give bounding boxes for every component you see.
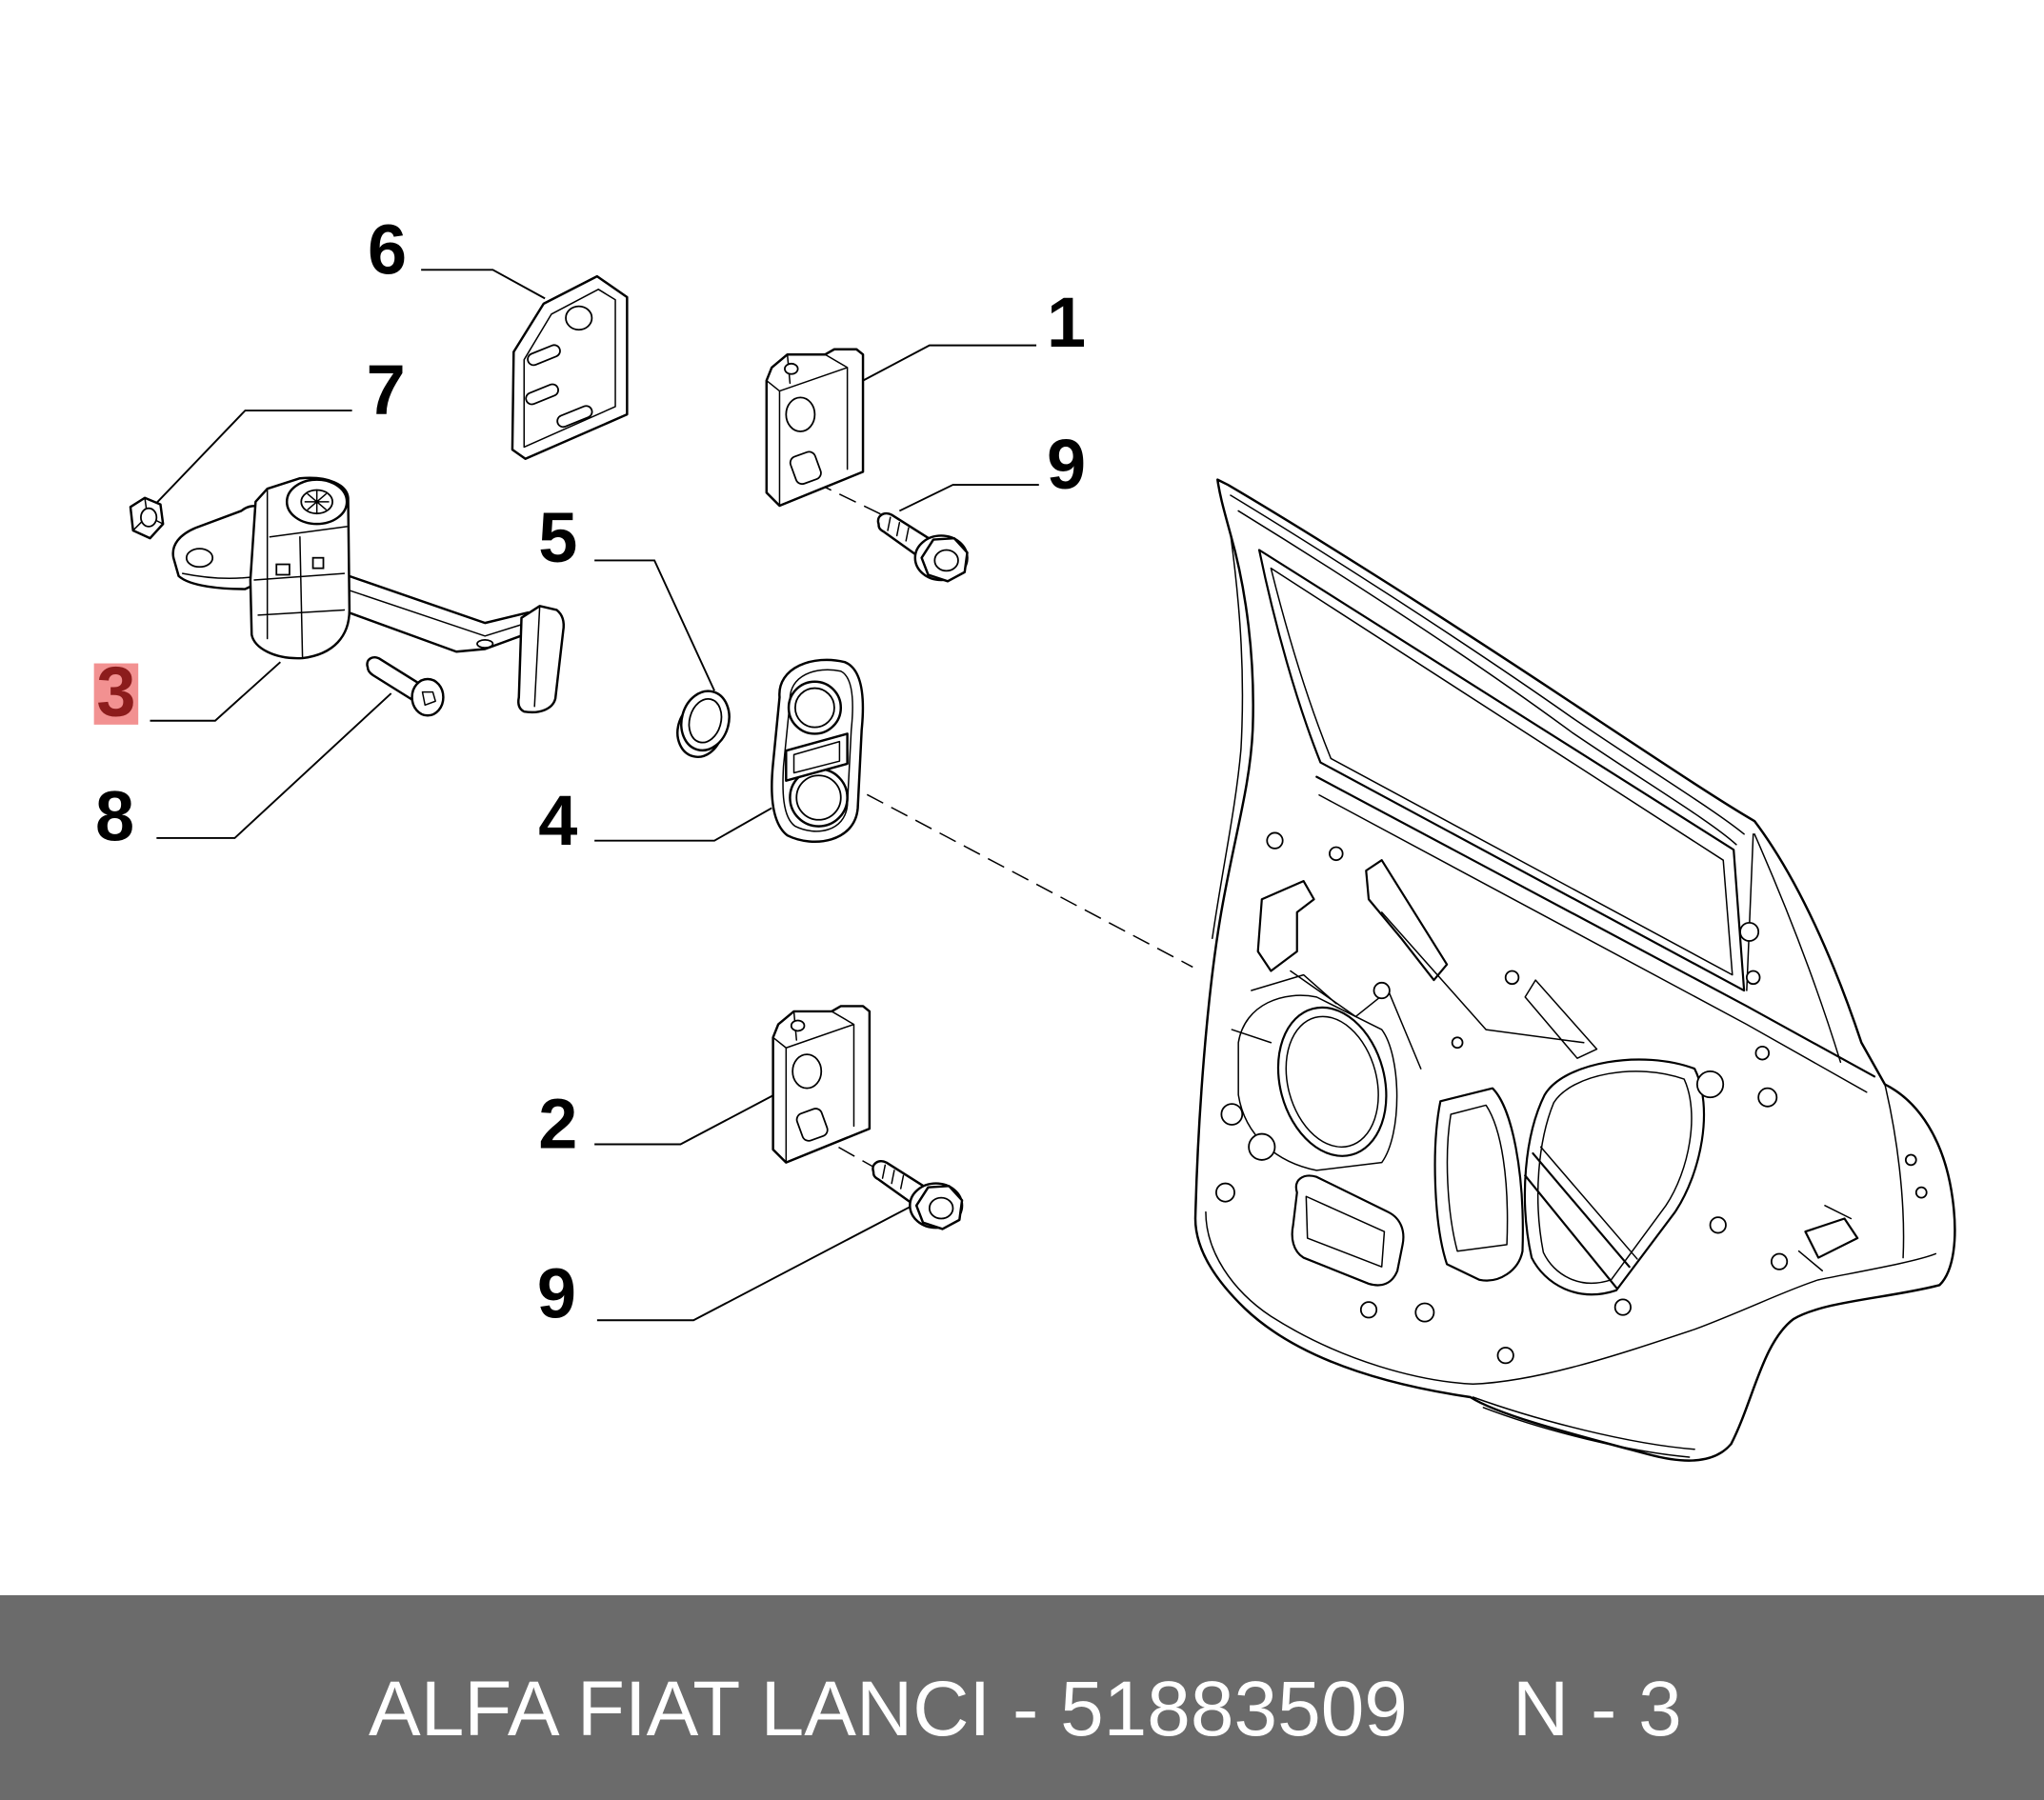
leader-lines xyxy=(150,269,1039,1322)
part-6-plate xyxy=(511,274,629,460)
leader-4 xyxy=(594,807,772,842)
exploded-view-drawing: 6 1 7 9 5 3 8 4 2 9 xyxy=(93,210,1956,1462)
leader-7 xyxy=(152,410,352,507)
callout-2: 2 xyxy=(538,1085,577,1164)
footer-part-number: ALFA FIAT LANCI - 51883509 xyxy=(369,1666,1408,1752)
leader-5 xyxy=(594,559,715,691)
part-2-hinge-bracket-lower xyxy=(772,1005,872,1164)
callout-8: 8 xyxy=(95,777,134,856)
part-4-seal xyxy=(771,658,865,843)
assembly-lines xyxy=(814,481,1193,1170)
callout-5: 5 xyxy=(538,498,577,577)
part-8-pin xyxy=(366,656,445,717)
leader-9-lower xyxy=(596,1204,913,1322)
leader-8 xyxy=(156,692,392,839)
callout-7: 7 xyxy=(367,350,406,430)
part-3-door-check-strap xyxy=(171,476,566,714)
callouts: 6 1 7 9 5 3 8 4 2 9 xyxy=(93,210,1086,1333)
leader-9-upper xyxy=(898,484,1039,512)
callout-3-highlight xyxy=(93,663,139,725)
footer-bar: ALFA FIAT LANCI - 51883509 N - 3 xyxy=(0,1595,2044,1800)
callout-4: 4 xyxy=(538,781,577,860)
callout-3: 3 xyxy=(96,651,135,730)
rear-door-panel xyxy=(1193,478,1956,1462)
parts-diagram: 6 1 7 9 5 3 8 4 2 9 xyxy=(93,210,1956,1462)
leader-6 xyxy=(421,269,546,300)
callout-9-upper: 9 xyxy=(1047,425,1086,504)
callout-1: 1 xyxy=(1047,283,1086,362)
part-1-hinge-bracket-upper xyxy=(765,348,865,508)
part-9-bolt-upper xyxy=(876,511,969,583)
part-5-grommet xyxy=(676,690,731,758)
part-9-bolt-lower xyxy=(872,1160,964,1230)
leader-1 xyxy=(862,344,1037,382)
callout-6: 6 xyxy=(368,210,407,289)
leader-3 xyxy=(150,661,281,722)
leader-2 xyxy=(594,1093,775,1146)
callout-9-lower: 9 xyxy=(537,1254,576,1333)
footer-reference: N - 3 xyxy=(1513,1666,1682,1752)
part-7-nut xyxy=(129,496,165,540)
